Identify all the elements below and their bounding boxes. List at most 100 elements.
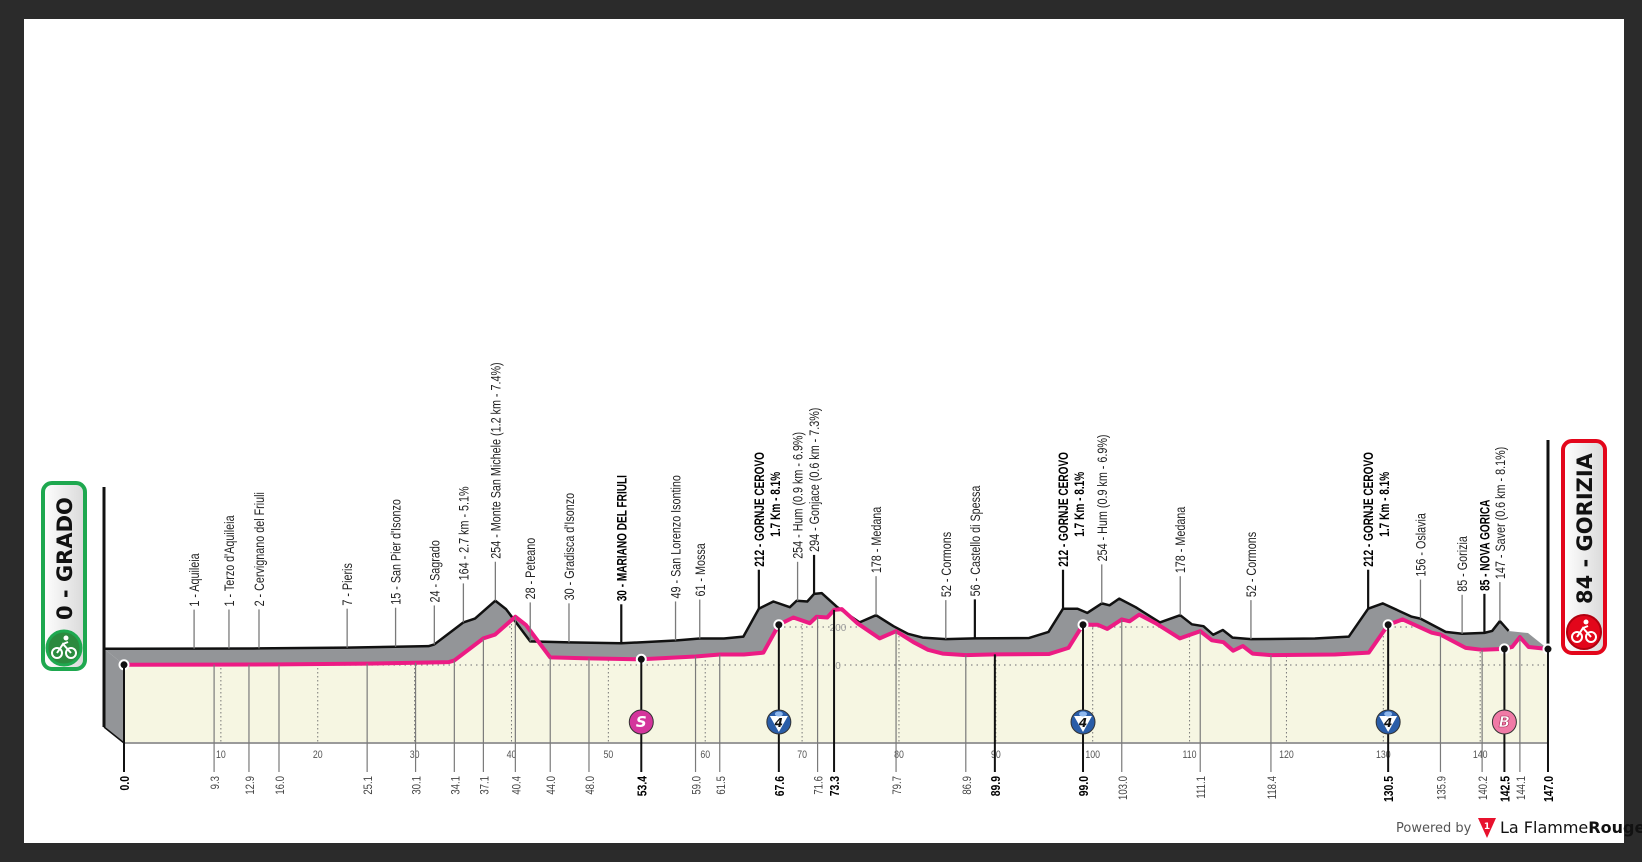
km-marker-label: 30.1 <box>411 776 424 795</box>
waypoint-label: 156 - Oslavia <box>1413 513 1429 577</box>
waypoint-label: 1.7 Km - 8.1% <box>1377 472 1393 537</box>
marker-label: S <box>636 713 647 731</box>
x-tick-label: 110 <box>1183 749 1197 761</box>
waypoint-label: 212 - GORNJE CEROVO <box>1055 452 1071 567</box>
km-marker-label: 79.7 <box>891 776 904 795</box>
waypoint-labels: 1 - Aquileia 1 - Terzo d'Aquileia 2 - Cerv… <box>187 362 1509 649</box>
brand-name-b: Rouge <box>1588 818 1642 837</box>
km-marker-label: 59.0 <box>691 776 704 795</box>
waypoint-label: 1 - Terzo d'Aquileia <box>222 515 238 606</box>
marker-triangle <box>1379 716 1398 732</box>
marker-highlight <box>774 711 783 717</box>
km-marker-label: 147.0 <box>1542 776 1556 802</box>
waypoint-label: 30 - Gradisca d'Isonzo <box>562 493 578 600</box>
marker-label: 4 <box>1383 716 1392 730</box>
waypoint-label: 85 - NOVA GORICA <box>1477 499 1493 590</box>
elevation-tick-label: 0 <box>835 661 841 672</box>
waypoint-label: 49 - San Lorenzo Isontino <box>668 475 684 598</box>
km-marker-label: 61.5 <box>715 776 728 795</box>
x-tick-label: 120 <box>1279 749 1294 761</box>
x-tick-label: 20 <box>313 749 323 761</box>
km-marker-label: 144.1 <box>1515 776 1528 800</box>
marker-highlight <box>1384 711 1393 717</box>
waypoint-label: 147 - Saver (0.6 km - 8.1%) <box>1493 447 1509 579</box>
finish-label: 84 - GORIZIA <box>1573 452 1597 604</box>
km-marker-label: 9.3 <box>209 776 222 789</box>
x-tick-label: 140 <box>1473 749 1488 761</box>
x-tick-label: 30 <box>410 749 420 761</box>
start-label: 0 - GRADO <box>53 497 77 620</box>
marker-label: 4 <box>1078 716 1087 730</box>
marker-highlight <box>1079 711 1088 717</box>
route-markers: S 4 4 4 B <box>628 709 1517 735</box>
waypoint-label: 7 - Pieris <box>340 563 356 606</box>
km-marker-label: 37.1 <box>478 776 491 795</box>
elevation-tick-label: 200 <box>830 623 847 634</box>
finish-badge: 84 - GORIZIA <box>1561 439 1607 655</box>
brand-name-a: La Flamme <box>1500 818 1588 837</box>
waypoint-label: 164 - 2.7 km - 5.1% <box>456 486 472 580</box>
climb-cat4-icon: 4 <box>1070 709 1096 735</box>
waypoint-label: 212 - GORNJE CEROVO <box>1361 452 1377 567</box>
waypoint-label: 52 - Cormons <box>938 532 954 597</box>
waypoint-label: 1.7 Km - 8.1% <box>767 472 783 537</box>
marker-label: 4 <box>774 716 783 730</box>
x-tick-label: 60 <box>700 749 710 761</box>
brand-name: La FlammeRouge <box>1500 818 1642 837</box>
waypoint-label: 254 - Monte San Michele (1.2 km - 7.4%) <box>488 362 504 558</box>
waypoint-label: 294 - Gonjace (0.6 km - 7.3%) <box>807 408 823 552</box>
x-tick-label: 10 <box>216 749 226 761</box>
la-flamme-rouge-logo[interactable]: 1 La FlammeRouge <box>1478 818 1642 838</box>
waypoint-label: 2 - Cervignano del Friuli <box>252 492 268 606</box>
x-tick-label: 40 <box>507 749 517 761</box>
km-marker-label: 67.6 <box>773 776 787 797</box>
km-marker-label: 25.1 <box>362 776 375 795</box>
km-marker-label: 86.9 <box>961 776 974 795</box>
profile-top-surface <box>104 593 1548 665</box>
km-marker-label: 16.0 <box>274 776 287 795</box>
start-badge-frame <box>41 481 87 671</box>
waypoint-label: 30 - MARIANO DEL FRIULI <box>614 475 630 601</box>
sprint-icon: S <box>628 709 654 735</box>
km-marker-label: 118.4 <box>1266 776 1279 799</box>
powered-by-footer: Powered by 1 La FlammeRouge <box>1396 818 1642 838</box>
waypoint-label: 61 - Mossa <box>692 543 708 596</box>
flame-triangle-icon <box>1478 818 1496 838</box>
start-badge: 0 - GRADO <box>41 481 87 671</box>
km-marker-label: 40.4 <box>510 776 523 795</box>
climb-cat4-icon: 4 <box>766 709 792 735</box>
x-tick-label: 70 <box>797 749 807 761</box>
km-marker-label: 111.1 <box>1195 776 1208 799</box>
side-edge-line <box>103 726 125 744</box>
km-marker-label: 135.9 <box>1436 776 1449 800</box>
waypoint-label: 56 - Castello di Spessa <box>968 486 984 597</box>
marker-circle <box>1491 709 1517 735</box>
km-marker-label: 53.4 <box>635 776 649 797</box>
km-marker-label: 73.3 <box>828 776 842 797</box>
waypoint-label: 1 - Aquileia <box>187 553 203 606</box>
cyclist-icon <box>45 629 83 667</box>
bonus-icon: B <box>1491 709 1517 735</box>
waypoint-label: 254 - Hum (0.9 km - 6.9%) <box>790 432 806 559</box>
waypoint-label: 24 - Sagrado <box>427 540 443 602</box>
climb-cat4-icon: 4 <box>1375 709 1401 735</box>
km-marker-label: 142.5 <box>1498 776 1512 802</box>
marker-triangle <box>1074 716 1093 732</box>
km-marker-label: 71.6 <box>813 776 826 795</box>
km-marker-label: 103.0 <box>1117 776 1130 800</box>
km-marker-label: 0.0 <box>118 776 132 791</box>
waypoint-label: 15 - San Pier d'Isonzo <box>388 499 404 605</box>
powered-by-text: Powered by <box>1396 821 1472 836</box>
x-tick-label: 90 <box>991 749 1001 761</box>
km-marker-label: 89.9 <box>989 776 1003 797</box>
km-marker-label: 44.0 <box>545 776 558 795</box>
profile-outline <box>103 591 1510 651</box>
km-marker-label: 99.0 <box>1077 776 1091 797</box>
marker-triangle <box>769 716 788 732</box>
waypoint-label: 85 - Gorizia <box>1455 536 1471 592</box>
finish-badge-frame <box>1561 439 1607 655</box>
waypoint-label: 178 - Medana <box>1173 507 1189 574</box>
waypoint-label: 178 - Medana <box>869 507 885 574</box>
